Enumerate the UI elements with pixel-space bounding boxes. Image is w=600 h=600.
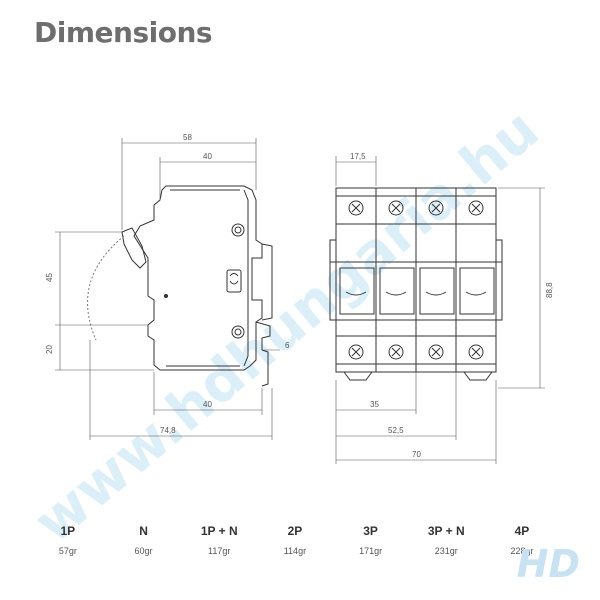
terminal-screw-bottom <box>231 325 245 339</box>
page-title: Dimensions <box>34 16 213 49</box>
dim-58: 58 <box>183 133 192 142</box>
dim-6: 6 <box>285 341 290 350</box>
variant-weight: 114gr <box>283 546 307 556</box>
front-screws-bottom <box>348 344 484 360</box>
dim-17-5: 17,5 <box>350 152 366 161</box>
dim-70: 70 <box>412 450 421 459</box>
module-4 <box>455 187 497 373</box>
dim-88-8: 88,8 <box>545 282 554 298</box>
variant-weight: 60gr <box>134 546 153 556</box>
front-screws-top <box>348 200 484 216</box>
variant-weight-row: 57gr 60gr 117gr 114gr 171gr 231gr 228gr <box>30 538 560 556</box>
watermark-text: www.hdhungaria.hu <box>22 97 551 556</box>
dim-35: 35 <box>370 400 379 409</box>
variant-label: 3P + N <box>427 524 465 538</box>
hd-logo: HD <box>516 542 580 586</box>
variant-weight: 171gr <box>359 546 383 556</box>
variant-weight: 117gr <box>208 546 231 556</box>
side-view-body <box>133 185 263 371</box>
side-view-lever <box>121 227 147 269</box>
din-clip <box>261 243 273 321</box>
variant-weight-table: 1P N 1P + N 2P 3P 3P + N 4P 57gr 60gr 11… <box>30 524 560 556</box>
variant-weight: 57gr <box>58 546 77 556</box>
variant-label: 3P <box>363 524 378 538</box>
variant-label: N <box>139 524 148 538</box>
dim-52-5: 52,5 <box>388 426 404 435</box>
dim-40-bottom: 40 <box>203 400 212 409</box>
mark-plate <box>226 269 242 293</box>
dim-40-top: 40 <box>203 152 212 161</box>
variant-label: 2P <box>287 524 303 538</box>
variant-label: 4P <box>514 524 530 538</box>
lever-swing-arc <box>87 235 125 341</box>
variant-label: 1P + N <box>200 524 238 538</box>
variant-weight: 231gr <box>434 546 458 556</box>
terminal-screw-top <box>231 223 245 237</box>
variant-header-row: 1P N 1P + N 2P 3P 3P + N 4P <box>30 524 560 538</box>
dim-20: 20 <box>45 345 54 354</box>
dim-74-8: 74,8 <box>160 426 176 435</box>
dim-45: 45 <box>45 273 54 282</box>
variant-label: 1P <box>60 524 76 538</box>
variant-weight: 228gr <box>510 546 534 556</box>
side-dimension-lines <box>55 138 280 440</box>
front-dimension-lines <box>335 156 545 464</box>
front-view <box>329 187 503 381</box>
side-view <box>87 185 273 387</box>
front-cover <box>329 261 503 321</box>
